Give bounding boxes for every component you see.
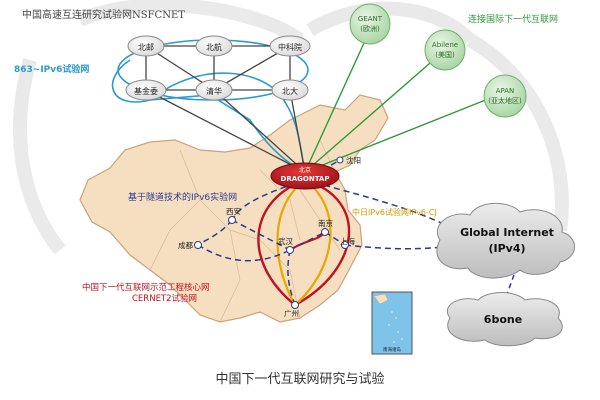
city-label: 武汉	[278, 236, 293, 246]
city-shenyang: 沈阳	[336, 155, 361, 165]
intl-node-region: (欧洲)	[360, 24, 380, 33]
sixbone-label: 6bone	[484, 313, 522, 326]
nsfcnet-node-label: 中科院	[278, 42, 302, 52]
hub-label: DRAGONTAP	[281, 175, 330, 183]
ipv6cj-label: 中日IPv6试验网IPv6-CJ	[352, 207, 437, 217]
city-label: 西安	[226, 206, 241, 216]
intl-node-name: GEANT	[358, 15, 383, 23]
background-watermark	[13, 0, 569, 255]
intl-node-apan: APAN (亚太地区)	[483, 74, 527, 118]
city-chengdu: 成都	[178, 240, 202, 250]
ipv6-863-label: 863~IPv6试验网	[14, 63, 89, 75]
nsfcnet-title: 中国高速互连研究试验网NSFCNET	[22, 8, 185, 21]
international-title: 连接国际下一代互联网	[468, 13, 558, 25]
sixbone-cloud: 6bone	[447, 292, 563, 347]
south-sea-inset: 南海诸岛	[371, 291, 413, 355]
intl-node-geant: GEANT (欧洲)	[349, 3, 391, 45]
inset-label: 南海诸岛	[383, 346, 401, 353]
city-shanghai: 上海	[340, 236, 355, 249]
cernet2-label-line2: CERNET2试验网	[132, 293, 197, 304]
nsfcnet-node-pku: 北大	[271, 79, 309, 101]
city-xian: 西安	[226, 206, 241, 224]
nsfcnet-node-label: 北邮	[138, 42, 154, 52]
city-label: 上海	[340, 236, 355, 246]
nsfcnet-node-nsfc: 基金委	[125, 79, 167, 101]
tunnel-label: 基于隧道技术的IPv6实验网	[128, 191, 237, 203]
china-map	[79, 94, 389, 323]
intl-node-name: APAN	[496, 87, 515, 95]
city-wuhan: 武汉	[278, 236, 294, 254]
intl-node-abilene: Abilene (美国)	[424, 29, 466, 71]
cernet2-label-line1: 中国下一代互联网示范工程核心网	[82, 282, 210, 293]
nsfcnet-node-beiyou: 北邮	[127, 35, 165, 57]
city-label: 南京	[318, 218, 333, 228]
global-internet-cloud: Global Internet (IPv4)	[436, 202, 575, 279]
diagram-caption: 中国下一代互联网研究与试验	[215, 372, 385, 387]
hub-city-label: 北京	[299, 166, 311, 174]
city-nanjing: 南京	[318, 218, 333, 236]
nsfcnet-node-label: 北大	[282, 86, 298, 96]
cernet2-core	[257, 178, 351, 307]
intl-node-region: (美国)	[435, 50, 455, 59]
city-label: 沈阳	[346, 155, 361, 165]
nsfcnet-node-cas: 中科院	[269, 35, 311, 57]
city-label: 广州	[284, 308, 299, 318]
intl-node-name: Abilene	[432, 41, 458, 49]
nsfcnet-node-label: 北航	[206, 42, 222, 52]
nsfcnet-node-tsinghua: 清华	[195, 79, 233, 101]
city-label: 成都	[178, 240, 193, 250]
nsfcnet-node-label: 基金委	[134, 86, 158, 96]
global-internet-label: Global Internet	[460, 226, 554, 239]
nsfcnet-node-label: 清华	[206, 86, 222, 96]
global-internet-sublabel: (IPv4)	[488, 242, 525, 255]
city-guangzhou: 广州	[284, 301, 299, 318]
dragontap-hub: 北京 DRAGONTAP	[270, 162, 340, 190]
nsfcnet-node-beihang: 北航	[195, 35, 233, 57]
intl-node-region: (亚太地区)	[488, 96, 522, 105]
